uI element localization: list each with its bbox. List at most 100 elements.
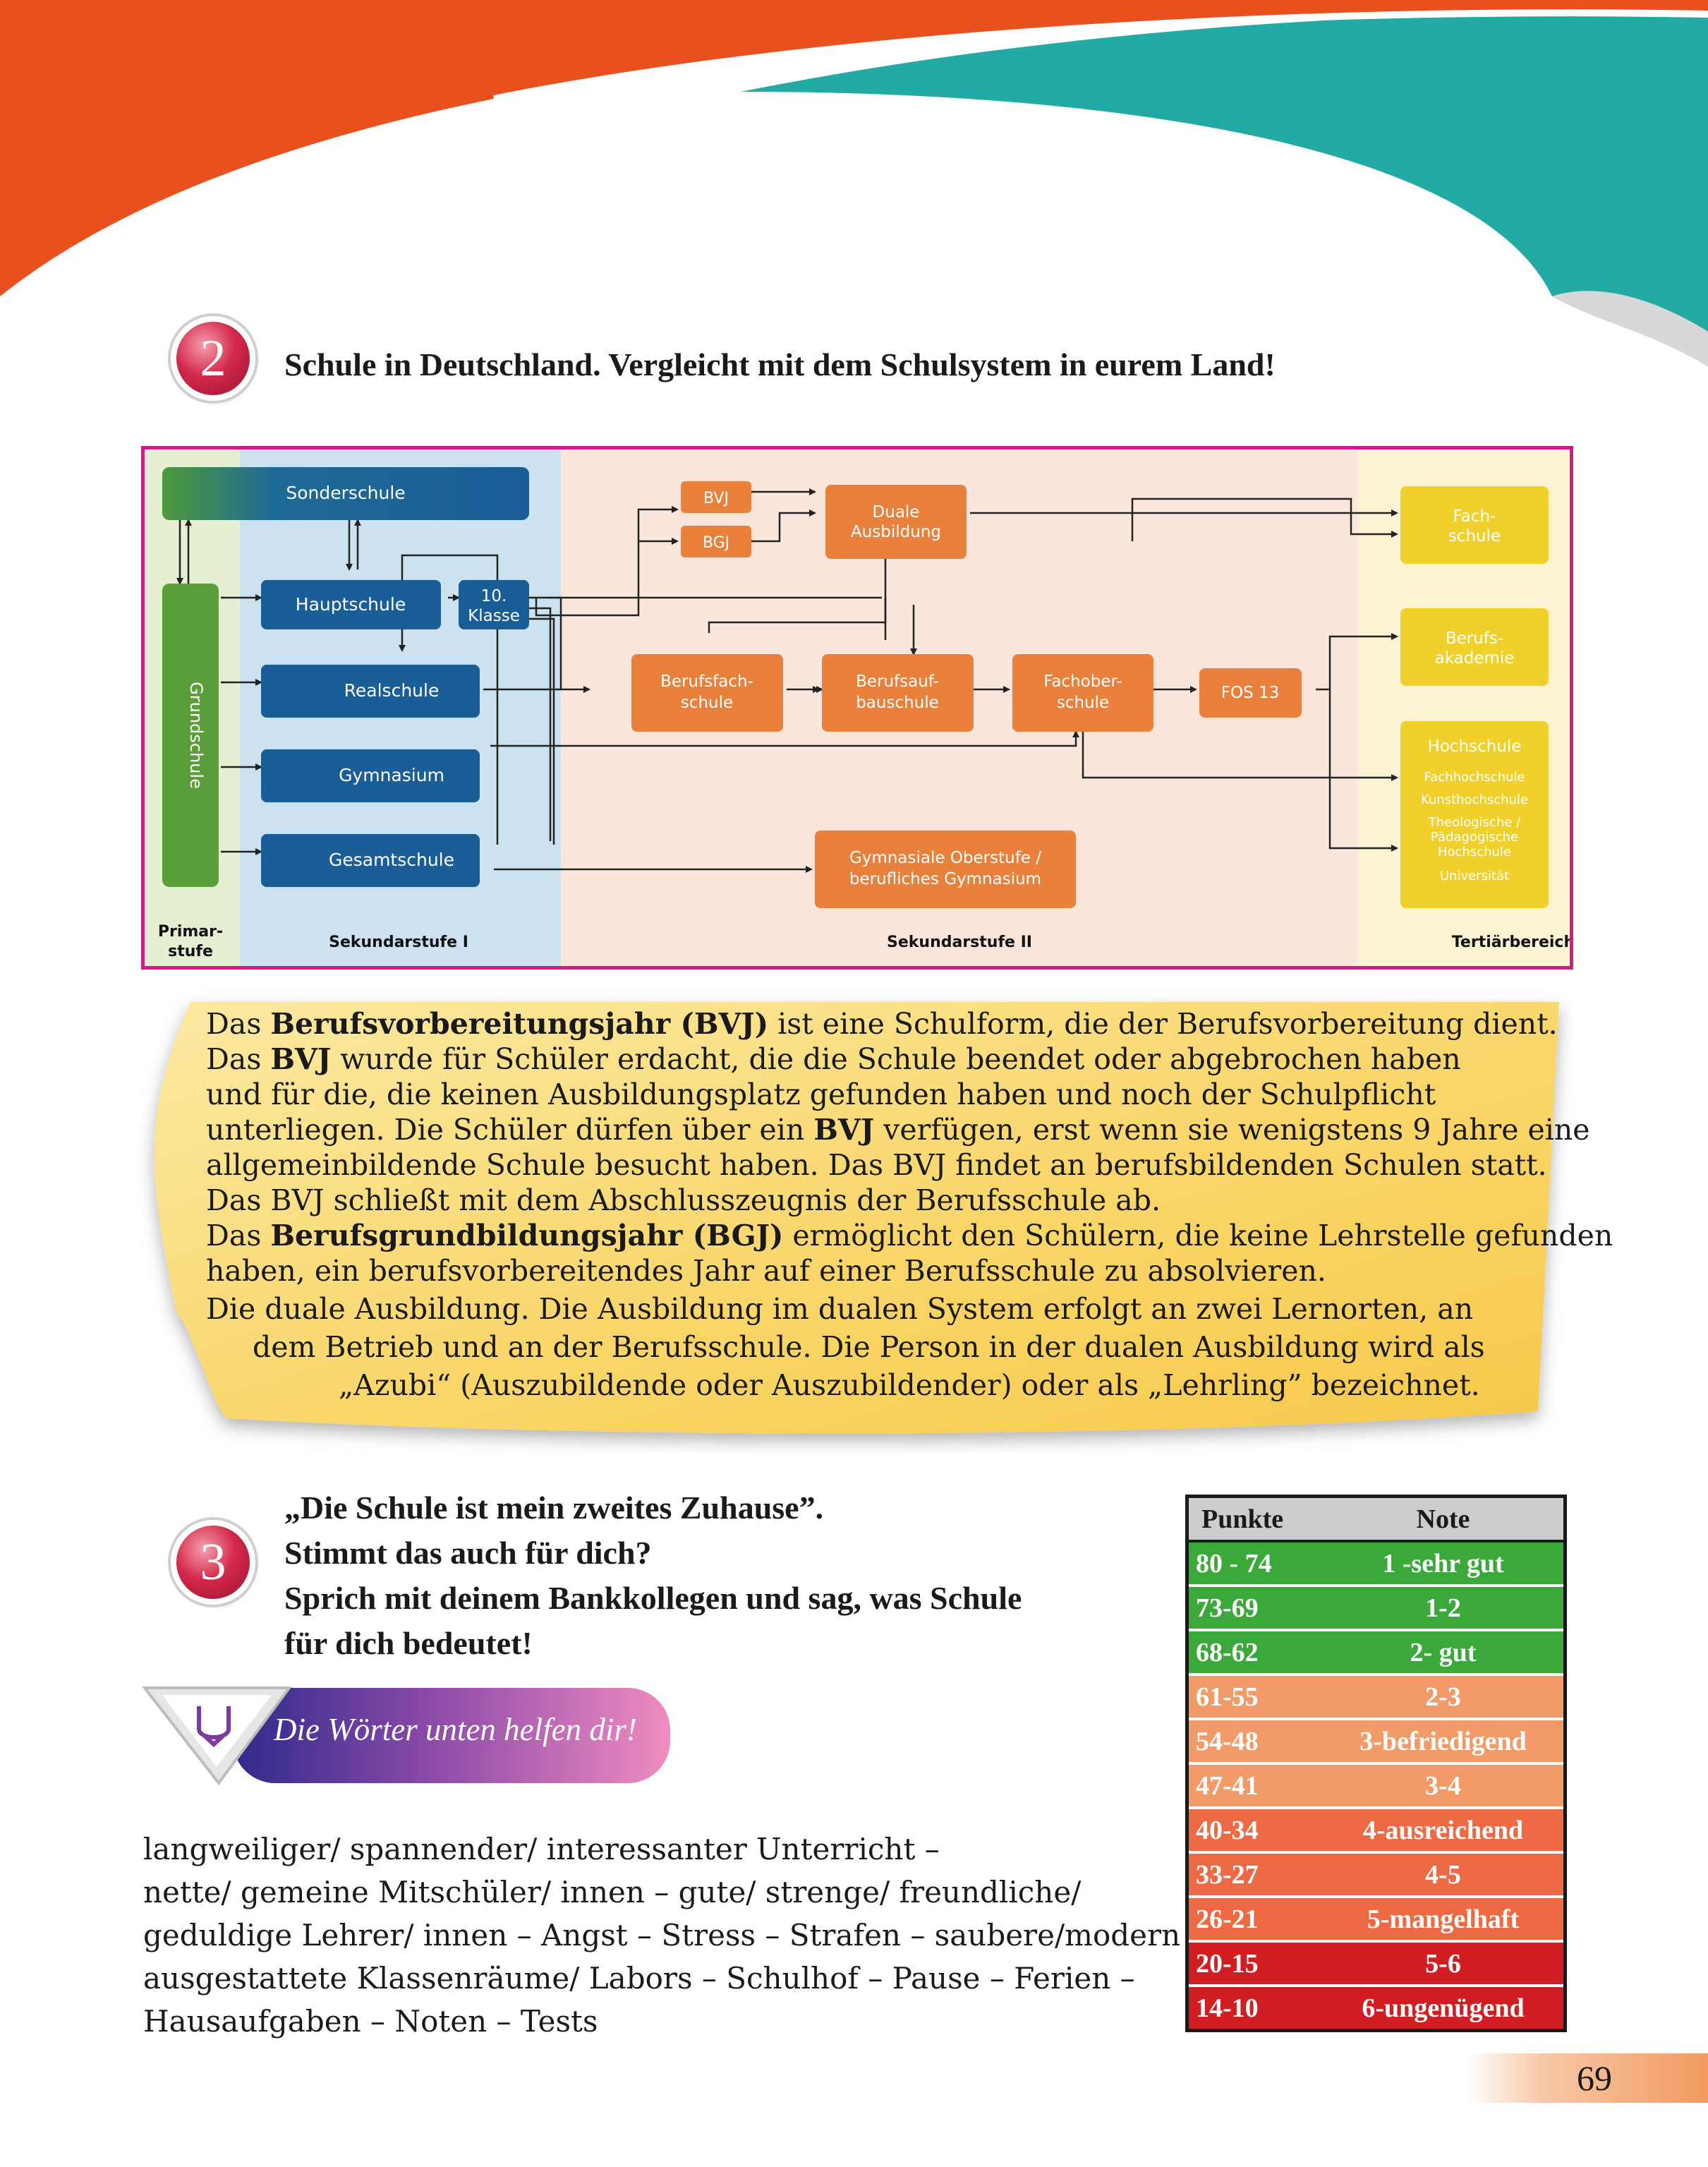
task-number-badge: 2	[176, 322, 250, 395]
label-gym-ober-1: Gymnasiale Oberstufe /	[849, 849, 1041, 867]
box-grundschule	[162, 584, 219, 887]
vocab-line: nette/ gemeine Mitschüler/ innen – gute/…	[143, 1875, 1082, 1909]
box-gymnasium	[261, 749, 480, 802]
grade-cell: 1-2	[1323, 1586, 1565, 1631]
note-line-1: Das Berufsvorbereitungsjahr (BVJ) ist ei…	[206, 1007, 1558, 1041]
label-duale-1: Duale	[873, 503, 920, 521]
points-cell: 14-10	[1187, 1986, 1323, 2032]
label-berufs-2: akademie	[1435, 649, 1515, 668]
points-cell: 47-41	[1187, 1763, 1323, 1809]
note-line-10: dem Betrieb und an der Berufsschule. Die…	[253, 1330, 1485, 1364]
note-line-11: „Azubi“ (Auszubildende oder Auszubildend…	[339, 1368, 1480, 1402]
school-system-diagram: Sonderschule Grundschule Hauptschule 10.…	[141, 446, 1573, 970]
vocab-line: langweiliger/ spannender/ interessanter …	[143, 1832, 940, 1866]
zone-label-primary-2: stufe	[168, 943, 213, 960]
note-line-5: allgemeinbildende Schule besucht haben. …	[206, 1148, 1547, 1182]
task3-line: für dich bedeutet!	[284, 1625, 533, 1661]
label-hochschule: Hochschule	[1428, 737, 1522, 756]
note-line-3: und für die, die keinen Ausbildungsplatz…	[206, 1078, 1436, 1111]
label-gym-ober-2: berufliches Gymnasium	[849, 870, 1041, 888]
box-bvj	[681, 481, 751, 513]
points-cell: 80 - 74	[1187, 1541, 1323, 1587]
box-duale-ausbildung	[825, 485, 967, 559]
label-hs-6: Universität	[1440, 869, 1509, 883]
label-hs-2: Kunsthochschule	[1421, 792, 1528, 807]
points-cell: 68-62	[1187, 1630, 1323, 1676]
label-berufsfach-2: schule	[681, 694, 733, 712]
label-hs-1: Fachhochschule	[1424, 770, 1525, 785]
vocab-line: Hausaufgaben – Noten – Tests	[143, 2004, 598, 2039]
box-hauptschule	[261, 580, 441, 629]
note-line-2: Das BVJ wurde für Schüler erdacht, die d…	[206, 1042, 1461, 1076]
header-wave-decoration	[0, 0, 1708, 367]
box-gesamtschule	[261, 834, 480, 887]
box-fachschule	[1400, 486, 1549, 564]
box-berufsaufbauschule	[822, 654, 974, 732]
label-sonderschule: Sonderschule	[286, 483, 405, 503]
arrow-down-icon	[197, 1706, 231, 1748]
task-number-badge: 3	[176, 1526, 250, 1599]
box-gymnasiale-oberstufe	[815, 831, 1076, 908]
info-note-background	[154, 1002, 1559, 1434]
task3-line: „Die Schule ist mein zweites Zuhause”.	[284, 1490, 824, 1526]
box-realschule	[261, 665, 480, 718]
grade-cell: 5-mangelhaft	[1323, 1897, 1565, 1943]
note-line-8: haben, ein berufsvorbereitendes Jahr auf…	[206, 1254, 1326, 1288]
points-cell: 26-21	[1187, 1897, 1323, 1943]
label-gymnasium: Gymnasium	[339, 765, 444, 785]
note-line-7: Das Berufsgrundbildungsjahr (BGJ) ermögl…	[206, 1219, 1613, 1252]
box-berufsakademie	[1400, 608, 1549, 686]
points-cell: 73-69	[1187, 1586, 1323, 1631]
task3-prompt: „Die Schule ist mein zweites Zuhause”. S…	[284, 1485, 1022, 1666]
school-system-flowchart: Sonderschule Grundschule Hauptschule 10.…	[145, 449, 1570, 966]
grade-cell: 3-befriedigend	[1323, 1719, 1565, 1765]
points-cell: 40-34	[1187, 1808, 1323, 1854]
page-number: 69	[1577, 2058, 1612, 2098]
label-hs-3: Theologische /	[1428, 815, 1521, 830]
label-fachober-1: Fachober-	[1043, 672, 1122, 691]
header-grade: Note	[1323, 1496, 1565, 1543]
label-hauptschule: Hauptschule	[296, 594, 406, 615]
grade-cell: 3-4	[1323, 1763, 1565, 1809]
note-line-6: Das BVJ schließt mit dem Abschlusszeugni…	[206, 1183, 1161, 1217]
helper-label: Die Wörter unten helfen dir!	[274, 1712, 637, 1747]
table-header-row: Punkte Note	[1187, 1496, 1565, 1543]
label-fachober-2: schule	[1057, 694, 1109, 712]
box-fachoberschule	[1012, 654, 1153, 732]
vocab-line: ausgestattete Klassenräume/ Labors – Sch…	[143, 1961, 1135, 1996]
points-cell: 54-48	[1187, 1719, 1323, 1765]
vocab-line: geduldige Lehrer/ innen – Angst – Stress…	[143, 1918, 1181, 1952]
grade-cell: 4-ausreichend	[1323, 1808, 1565, 1854]
zone-label-sek2: Sekundarstufe II	[887, 934, 1032, 951]
label-fos13: FOS 13	[1221, 684, 1280, 702]
box-sonderschule	[162, 467, 529, 520]
grade-cell: 2-3	[1323, 1674, 1565, 1720]
label-fach-1: Fach-	[1453, 507, 1496, 526]
label-berufs-1: Berufs-	[1446, 629, 1503, 648]
label-10-klasse-1: 10.	[481, 587, 507, 605]
grade-cell: 5-6	[1323, 1941, 1565, 1987]
box-bgj	[681, 526, 751, 557]
label-realschule: Realschule	[344, 680, 440, 701]
header-points: Punkte	[1187, 1496, 1323, 1543]
label-hs-5: Hochschule	[1438, 845, 1511, 859]
zone-label-tertiary: Tertiärbereich	[1452, 934, 1570, 951]
grade-cell: 1 -sehr gut	[1323, 1541, 1565, 1587]
label-bgj: BGJ	[703, 534, 729, 552]
task3-line: Sprich mit deinem Bankkollegen und sag, …	[284, 1580, 1022, 1616]
note-line-9: Die duale Ausbildung. Die Ausbildung im …	[206, 1292, 1474, 1326]
label-berufsauf-1: Berufsauf-	[856, 672, 939, 691]
points-cell: 20-15	[1187, 1941, 1323, 1987]
box-hochschule	[1400, 721, 1549, 908]
grade-cell: 6-ungenügend	[1323, 1986, 1565, 2032]
